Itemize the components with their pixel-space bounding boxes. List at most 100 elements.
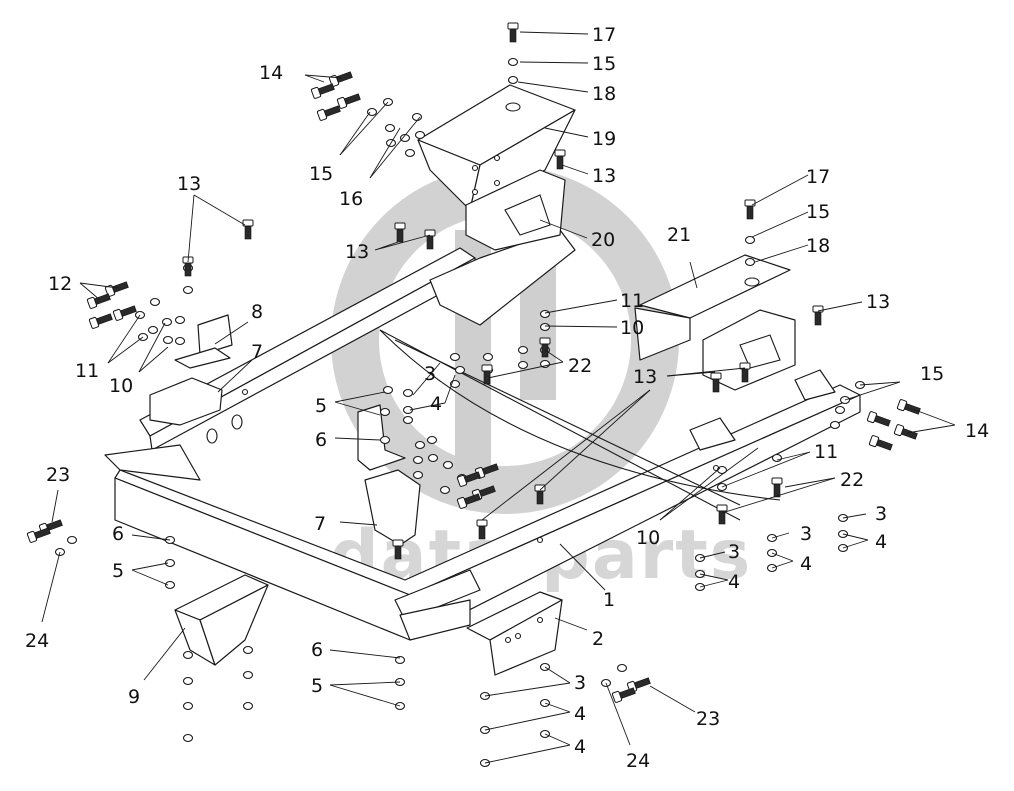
bolt-head-icon bbox=[456, 474, 468, 487]
callout-11: 11 bbox=[75, 360, 99, 382]
washer-nut-icon bbox=[439, 485, 451, 495]
callout-22: 22 bbox=[568, 355, 592, 377]
bolt-icon bbox=[456, 493, 481, 509]
washer-nut-icon bbox=[182, 650, 194, 660]
washer-nut-icon bbox=[174, 315, 186, 325]
callout-10: 10 bbox=[109, 375, 133, 397]
bracket-9 bbox=[174, 574, 269, 666]
callout-3: 3 bbox=[875, 503, 887, 525]
callout-7: 7 bbox=[314, 513, 326, 535]
callout-4: 4 bbox=[430, 393, 442, 415]
washer-nut-icon bbox=[507, 75, 519, 85]
bolt-head-icon bbox=[710, 372, 722, 380]
bolt-head-icon bbox=[88, 316, 100, 329]
bolt-shank-icon bbox=[396, 227, 404, 243]
rubber-mount-7-left bbox=[149, 377, 223, 426]
callout-15: 15 bbox=[592, 53, 616, 75]
callout-13: 13 bbox=[633, 366, 657, 388]
bracket-2 bbox=[466, 591, 563, 676]
washer-nut-icon bbox=[402, 415, 414, 425]
callout-18: 18 bbox=[592, 83, 616, 105]
washer-nut-icon bbox=[412, 455, 424, 465]
washer-nut-icon bbox=[147, 325, 159, 335]
bolt-head-icon bbox=[476, 519, 488, 527]
washer-nut-icon bbox=[164, 580, 176, 590]
bolt-head-icon bbox=[507, 22, 519, 30]
bolt-icon bbox=[88, 313, 113, 329]
bolt-icon bbox=[866, 411, 891, 427]
bolt-head-icon bbox=[812, 305, 824, 313]
washer-nut-icon bbox=[399, 133, 411, 143]
bolt-head-icon bbox=[394, 222, 406, 230]
washer-nut-icon bbox=[442, 460, 454, 470]
bolt-head-icon bbox=[481, 364, 493, 372]
callout-24: 24 bbox=[25, 630, 49, 652]
bolt-icon bbox=[104, 281, 129, 297]
bolt-shank-icon bbox=[394, 544, 402, 560]
washer-nut-icon bbox=[182, 701, 194, 711]
bolt-shank-icon bbox=[741, 367, 749, 383]
bolt-head-icon bbox=[896, 399, 908, 412]
callout-3: 3 bbox=[728, 541, 740, 563]
washer-nut-icon bbox=[449, 352, 461, 362]
bolt-head-icon bbox=[771, 477, 783, 485]
callout-15: 15 bbox=[806, 201, 830, 223]
washer-nut-icon bbox=[771, 453, 783, 463]
callout-17: 17 bbox=[592, 24, 616, 46]
bolt-shank-icon bbox=[509, 27, 517, 43]
washer-nut-icon bbox=[517, 345, 529, 355]
callout-14: 14 bbox=[965, 420, 989, 442]
callout-19: 19 bbox=[592, 128, 616, 150]
washer-nut-icon bbox=[242, 670, 254, 680]
washer-nut-icon bbox=[744, 257, 756, 267]
callout-5: 5 bbox=[315, 395, 327, 417]
bolt-head-icon bbox=[456, 496, 468, 509]
washer-nut-icon bbox=[744, 235, 756, 245]
callout-24: 24 bbox=[626, 750, 650, 772]
bolt-shank-icon bbox=[712, 377, 720, 393]
bolt-icon bbox=[868, 435, 893, 451]
bolt-head-icon bbox=[26, 530, 38, 543]
bolt-head-icon bbox=[868, 435, 880, 448]
callout-13: 13 bbox=[592, 165, 616, 187]
callout-8: 8 bbox=[251, 301, 263, 323]
callout-4: 4 bbox=[875, 531, 887, 553]
engine-mount-bracket-19 bbox=[417, 84, 576, 211]
callout-10: 10 bbox=[620, 317, 644, 339]
callout-3: 3 bbox=[424, 363, 436, 385]
washer-nut-icon bbox=[454, 365, 466, 375]
bolt-shank-icon bbox=[483, 369, 491, 385]
bolt-icon bbox=[893, 424, 918, 440]
bolt-head-icon bbox=[611, 690, 623, 703]
callout-4: 4 bbox=[574, 703, 586, 725]
bolt-head-icon bbox=[310, 86, 322, 99]
washer-nut-icon bbox=[149, 297, 161, 307]
washer-nut-icon bbox=[482, 352, 494, 362]
callout-17: 17 bbox=[806, 166, 830, 188]
bolt-head-icon bbox=[539, 337, 551, 345]
bolt-icon bbox=[86, 293, 111, 309]
washer-nut-icon bbox=[379, 407, 391, 417]
bolt-shank-icon bbox=[536, 489, 544, 505]
washer-nut-icon bbox=[404, 148, 416, 158]
mount-plate-8 bbox=[174, 314, 233, 369]
washer-nut-icon bbox=[616, 663, 628, 673]
bolt-head-icon bbox=[336, 96, 348, 109]
washer-nut-icon bbox=[412, 470, 424, 480]
washer-nut-icon bbox=[242, 701, 254, 711]
callout-15: 15 bbox=[309, 163, 333, 185]
bolt-head-icon bbox=[392, 539, 404, 547]
washer-nut-icon bbox=[366, 107, 378, 117]
washer-nut-icon bbox=[507, 57, 519, 67]
washer-nut-icon bbox=[426, 435, 438, 445]
washer-nut-icon bbox=[411, 112, 423, 122]
washer-nut-icon bbox=[834, 405, 846, 415]
leader-lines bbox=[41, 31, 956, 764]
callout-2: 2 bbox=[592, 628, 604, 650]
callout-1: 1 bbox=[603, 589, 615, 611]
frame-rail-assembly bbox=[104, 229, 861, 641]
callout-13: 13 bbox=[177, 173, 201, 195]
bolt-head-icon bbox=[866, 411, 878, 424]
callout-4: 4 bbox=[574, 736, 586, 758]
